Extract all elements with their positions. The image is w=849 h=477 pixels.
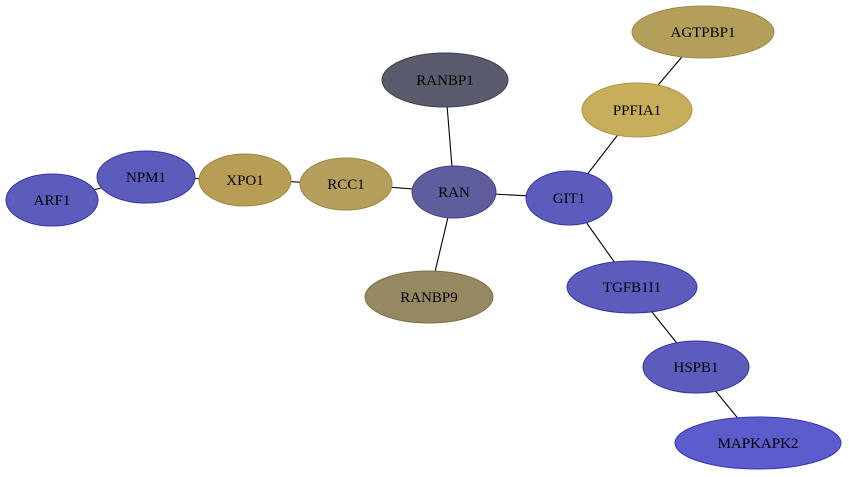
node-git1[interactable]: GIT1: [525, 170, 613, 226]
node-ellipse: [581, 82, 693, 138]
node-ellipse: [381, 52, 509, 108]
node-ppfia1[interactable]: PPFIA1: [581, 82, 693, 138]
node-label: RAN: [438, 185, 470, 201]
node-ran[interactable]: RAN: [411, 165, 497, 219]
node-arf1[interactable]: ARF1: [5, 173, 99, 227]
node-label: PPFIA1: [613, 103, 661, 119]
node-label: GIT1: [553, 191, 586, 207]
node-label: XPO1: [226, 173, 264, 189]
node-label: NPM1: [126, 170, 166, 186]
node-ellipse: [674, 416, 842, 470]
node-ellipse: [299, 157, 393, 211]
node-label: ARF1: [34, 193, 71, 209]
node-label: MAPKAPK2: [718, 436, 799, 452]
node-label: RANBP1: [416, 73, 474, 89]
node-ellipse: [411, 165, 497, 219]
node-label: TGFB1I1: [603, 280, 661, 296]
node-ranbp9[interactable]: RANBP9: [364, 270, 494, 324]
node-ranbp1[interactable]: RANBP1: [381, 52, 509, 108]
node-label: AGTPBP1: [670, 25, 735, 41]
node-hspb1[interactable]: HSPB1: [642, 340, 750, 394]
node-mapkapk2[interactable]: MAPKAPK2: [674, 416, 842, 470]
node-npm1[interactable]: NPM1: [96, 150, 196, 204]
node-label: RANBP9: [400, 290, 458, 306]
node-rcc1[interactable]: RCC1: [299, 157, 393, 211]
node-ellipse: [364, 270, 494, 324]
node-label: HSPB1: [673, 360, 718, 376]
node-ellipse: [642, 340, 750, 394]
node-agtpbp1[interactable]: AGTPBP1: [631, 5, 775, 59]
node-tgfb1i1[interactable]: TGFB1I1: [566, 260, 698, 314]
node-ellipse: [5, 173, 99, 227]
node-ellipse: [525, 170, 613, 226]
node-xpo1[interactable]: XPO1: [198, 153, 292, 207]
node-ellipse: [198, 153, 292, 207]
node-label: RCC1: [327, 177, 365, 193]
node-ellipse: [566, 260, 698, 314]
node-ellipse: [631, 5, 775, 59]
node-ellipse: [96, 150, 196, 204]
